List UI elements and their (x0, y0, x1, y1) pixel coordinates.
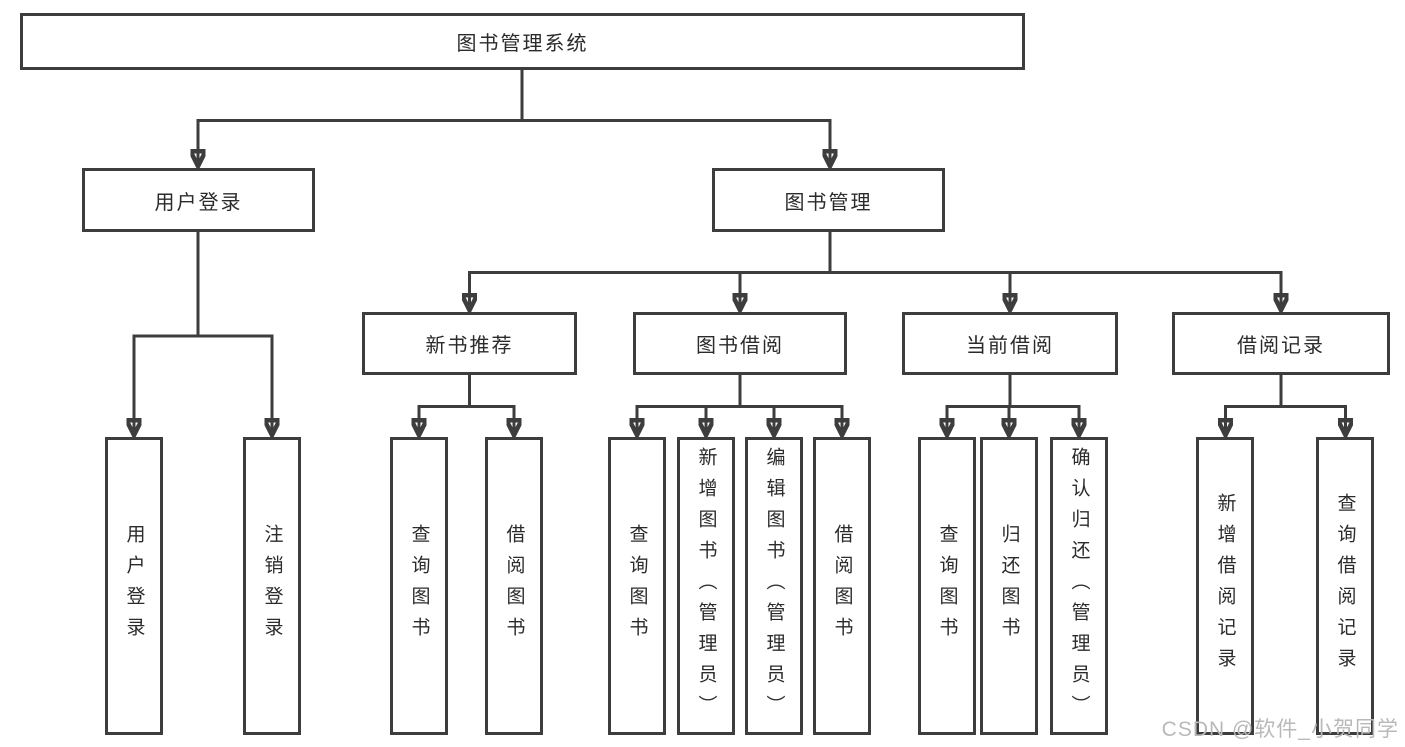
leaf-logout-label: 注销登录 (261, 524, 283, 648)
node-root-label: 图书管理系统 (456, 33, 589, 55)
node-book-borrowing: 图书借阅 (633, 312, 847, 375)
leaf-user-login-label: 用户登录 (123, 524, 145, 648)
leaf-add-book-admin-label: 新增图书（管理员） (695, 446, 717, 726)
leaf-borrow-books-borrow-label: 借阅图书 (831, 524, 853, 648)
connector-trunk-current-borrowing (945, 373, 1081, 408)
connector-trunk-borrowing-records (1224, 373, 1347, 408)
node-new-book-recommend: 新书推荐 (362, 312, 577, 375)
leaf-logout: 注销登录 (243, 437, 301, 735)
connector-trunk-book-management (468, 230, 1283, 274)
leaf-add-borrow-record: 新增借阅记录 (1196, 437, 1254, 735)
leaf-query-books-borrow: 查询图书 (608, 437, 666, 735)
leaf-edit-book-admin: 编辑图书（管理员） (745, 437, 803, 735)
node-root: 图书管理系统 (20, 13, 1025, 70)
node-new-book-recommend-label: 新书推荐 (425, 335, 514, 357)
watermark: CSDN @软件_小贺同学 (1161, 718, 1399, 741)
leaf-query-books-borrow-label: 查询图书 (626, 524, 648, 648)
connector-trunk-book-borrowing (635, 373, 844, 408)
node-current-borrowing: 当前借阅 (902, 312, 1118, 375)
leaf-add-borrow-record-label: 新增借阅记录 (1214, 493, 1236, 679)
leaf-return-book: 归还图书 (980, 437, 1038, 735)
leaf-borrow-books-recommend: 借阅图书 (485, 437, 543, 735)
leaf-add-book-admin: 新增图书（管理员） (677, 437, 735, 735)
leaf-query-borrow-record: 查询借阅记录 (1316, 437, 1374, 735)
leaf-confirm-return-admin: 确认归还（管理员） (1050, 437, 1108, 735)
leaf-borrow-books-recommend-label: 借阅图书 (503, 524, 525, 648)
leaf-borrow-books-borrow: 借阅图书 (813, 437, 871, 735)
node-borrowing-records-label: 借阅记录 (1237, 335, 1325, 357)
leaf-confirm-return-admin-label: 确认归还（管理员） (1068, 446, 1090, 726)
leaf-query-books-current: 查询图书 (918, 437, 976, 735)
leaf-query-borrow-record-label: 查询借阅记录 (1334, 493, 1356, 679)
leaf-query-books-current-label: 查询图书 (936, 524, 958, 648)
connector-trunk-root (196, 67, 832, 122)
node-user-login: 用户登录 (82, 168, 315, 232)
connector-trunk-new-book (417, 373, 516, 408)
leaf-user-login: 用户登录 (105, 437, 163, 735)
node-borrowing-records: 借阅记录 (1172, 312, 1390, 375)
leaf-return-book-label: 归还图书 (998, 524, 1020, 648)
connector-trunk-user-login (132, 230, 274, 338)
node-book-management: 图书管理 (712, 168, 945, 232)
node-book-borrowing-label: 图书借阅 (696, 335, 784, 357)
leaf-query-books-recommend-label: 查询图书 (408, 524, 430, 648)
node-user-login-label: 用户登录 (154, 191, 243, 214)
leaf-edit-book-admin-label: 编辑图书（管理员） (763, 446, 785, 726)
node-current-borrowing-label: 当前借阅 (966, 335, 1054, 357)
leaf-query-books-recommend: 查询图书 (390, 437, 448, 735)
node-book-management-label: 图书管理 (784, 191, 873, 214)
